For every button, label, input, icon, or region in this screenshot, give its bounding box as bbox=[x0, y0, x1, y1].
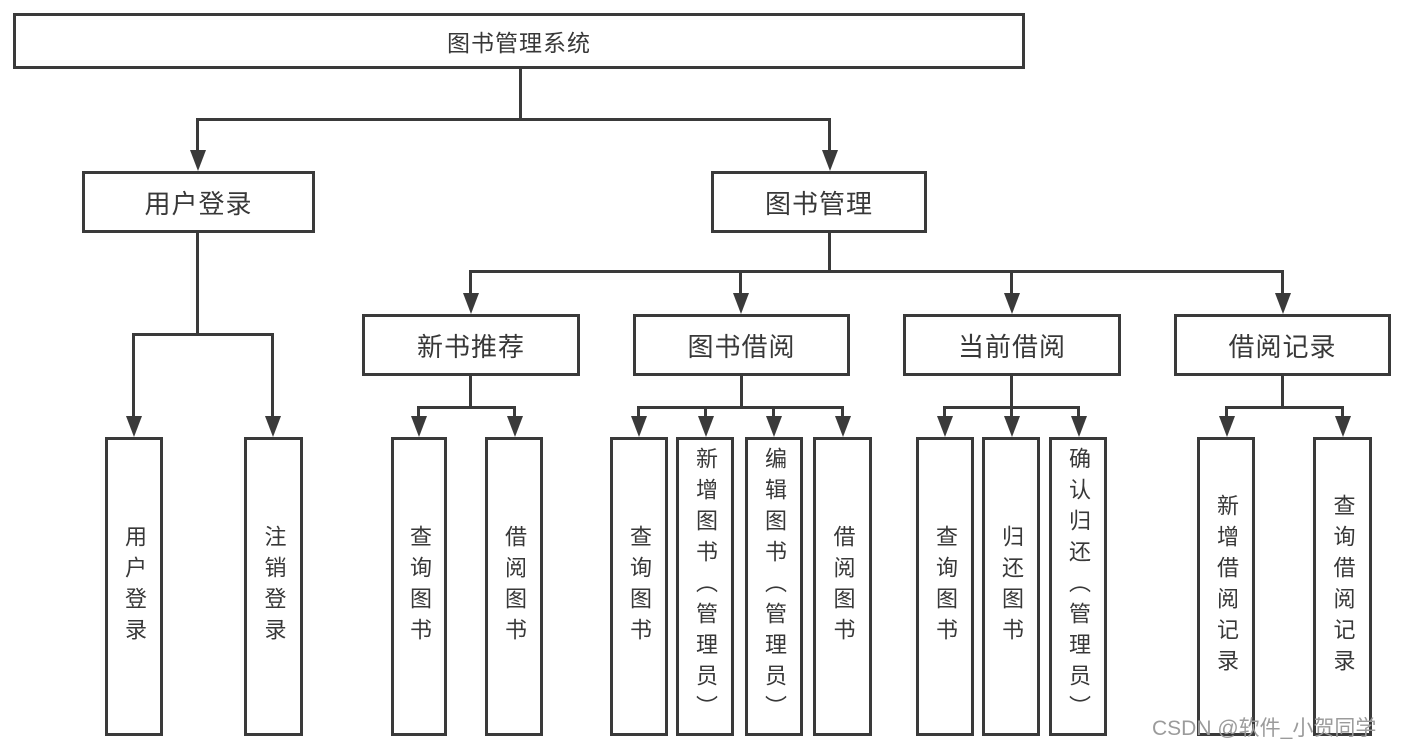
connector-line bbox=[1010, 270, 1013, 296]
connector-level2-rail bbox=[196, 118, 831, 121]
arrow-down-icon bbox=[190, 150, 206, 171]
connector-line bbox=[1010, 406, 1013, 418]
node-book-borrowing: 图书借阅 bbox=[633, 314, 850, 376]
connector-line bbox=[943, 406, 946, 418]
leaf-add-borrow-record: 新增借阅记录 bbox=[1197, 437, 1255, 736]
arrow-down-icon bbox=[507, 416, 523, 437]
node-label: 图书借阅 bbox=[687, 331, 796, 362]
node-label: 当前借阅 bbox=[957, 331, 1066, 362]
node-user-login: 用户登录 bbox=[82, 171, 315, 233]
node-current-borrowing: 当前借阅 bbox=[903, 314, 1121, 376]
node-label: 注销登录 bbox=[261, 524, 287, 649]
node-library-system: 图书管理系统 bbox=[13, 13, 1025, 69]
arrow-down-icon bbox=[937, 416, 953, 437]
connector-line bbox=[196, 118, 199, 154]
node-label: 图书管理 bbox=[764, 188, 873, 219]
connector-line bbox=[469, 376, 472, 409]
node-label: 归还图书 bbox=[999, 524, 1024, 649]
leaf-logout-login: 注销登录 bbox=[244, 437, 303, 736]
connector-user-login-rail bbox=[132, 333, 274, 336]
node-borrowing-records: 借阅记录 bbox=[1174, 314, 1391, 376]
connector-line bbox=[739, 270, 742, 296]
arrow-down-icon bbox=[1219, 416, 1235, 437]
connector-line bbox=[1281, 270, 1284, 296]
connector-line bbox=[417, 406, 420, 418]
node-label: 借阅图书 bbox=[830, 524, 856, 649]
connector-line bbox=[271, 333, 274, 419]
arrow-down-icon bbox=[733, 293, 749, 314]
leaf-query-borrow-record: 查询借阅记录 bbox=[1313, 437, 1372, 736]
arrow-down-icon bbox=[1275, 293, 1291, 314]
node-label: 确认归还（管理员） bbox=[1066, 447, 1091, 726]
node-label: 查询图书 bbox=[407, 524, 432, 649]
connector-level3-rail bbox=[469, 270, 1284, 273]
connector-line bbox=[1077, 406, 1080, 418]
node-label: 用户登录 bbox=[122, 524, 147, 649]
node-label: 查询图书 bbox=[627, 524, 652, 649]
leaf-add-books-admin: 新增图书（管理员） bbox=[676, 437, 734, 736]
arrow-down-icon bbox=[1071, 416, 1087, 437]
connector-line bbox=[469, 270, 472, 296]
node-label: 用户登录 bbox=[144, 188, 253, 219]
connector-root-stem bbox=[519, 69, 522, 121]
connector-line bbox=[132, 333, 135, 419]
node-label: 查询借阅记录 bbox=[1330, 493, 1356, 680]
arrow-down-icon bbox=[1335, 416, 1351, 437]
arrow-down-icon bbox=[822, 150, 838, 171]
leaf-borrow-books-recommend: 借阅图书 bbox=[485, 437, 543, 736]
connector-line bbox=[1341, 406, 1344, 418]
leaf-confirm-return-admin: 确认归还（管理员） bbox=[1049, 437, 1107, 736]
arrow-down-icon bbox=[126, 416, 142, 437]
node-label: 新书推荐 bbox=[416, 331, 525, 362]
connector-line bbox=[772, 406, 775, 418]
arrow-down-icon bbox=[835, 416, 851, 437]
watermark: CSDN @软件_小贺同学 bbox=[1152, 717, 1377, 740]
leaf-query-books-borrowing: 查询图书 bbox=[610, 437, 668, 736]
node-label: 借阅记录 bbox=[1228, 331, 1337, 362]
arrow-down-icon bbox=[698, 416, 714, 437]
arrow-down-icon bbox=[411, 416, 427, 437]
node-label: 图书管理系统 bbox=[447, 30, 591, 56]
leaf-edit-books-admin: 编辑图书（管理员） bbox=[745, 437, 803, 736]
connector-rail bbox=[417, 406, 516, 409]
arrow-down-icon bbox=[1004, 416, 1020, 437]
connector-line bbox=[637, 406, 640, 418]
node-label: 新增图书（管理员） bbox=[693, 447, 718, 726]
node-label: 查询图书 bbox=[933, 524, 958, 649]
connector-line bbox=[1281, 376, 1284, 409]
connector-line bbox=[1010, 376, 1013, 409]
connector-book-mgmt-stem bbox=[828, 233, 831, 273]
node-label: 新增借阅记录 bbox=[1214, 493, 1239, 680]
connector-line bbox=[513, 406, 516, 418]
connector-line bbox=[828, 118, 831, 154]
connector-user-login-stem bbox=[196, 233, 199, 336]
leaf-query-books-current: 查询图书 bbox=[916, 437, 974, 736]
arrow-down-icon bbox=[631, 416, 647, 437]
connector-line bbox=[1225, 406, 1228, 418]
node-label: 编辑图书（管理员） bbox=[762, 447, 787, 726]
leaf-query-books-recommend: 查询图书 bbox=[391, 437, 447, 736]
arrow-down-icon bbox=[265, 416, 281, 437]
node-book-management: 图书管理 bbox=[711, 171, 927, 233]
arrow-down-icon bbox=[1004, 293, 1020, 314]
connector-rail bbox=[1225, 406, 1344, 409]
leaf-user-login: 用户登录 bbox=[105, 437, 163, 736]
node-label: 借阅图书 bbox=[502, 524, 527, 649]
connector-line bbox=[740, 376, 743, 409]
leaf-return-books: 归还图书 bbox=[982, 437, 1040, 736]
connector-line bbox=[704, 406, 707, 418]
node-new-book-recommend: 新书推荐 bbox=[362, 314, 580, 376]
arrow-down-icon bbox=[463, 293, 479, 314]
connector-rail bbox=[637, 406, 844, 409]
leaf-borrow-books-borrowing: 借阅图书 bbox=[813, 437, 872, 736]
arrow-down-icon bbox=[766, 416, 782, 437]
connector-line bbox=[841, 406, 844, 418]
